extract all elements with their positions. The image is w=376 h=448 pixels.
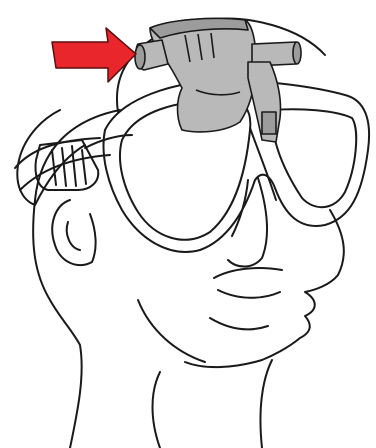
device-mount-clip <box>262 112 276 134</box>
device-lens-face <box>135 45 145 69</box>
mask-strap-inner <box>85 135 132 148</box>
mask-lens-right <box>270 109 356 207</box>
mouth <box>214 268 282 298</box>
neck-front <box>260 360 272 448</box>
neck-back <box>153 372 161 448</box>
jaw <box>138 300 205 362</box>
mask-mounted-device <box>135 18 301 142</box>
cheek-line <box>210 318 268 329</box>
red-pointer-arrow <box>52 28 136 82</box>
device-mount-cap <box>293 42 301 64</box>
ear-inner <box>67 222 80 250</box>
ear <box>52 200 95 265</box>
